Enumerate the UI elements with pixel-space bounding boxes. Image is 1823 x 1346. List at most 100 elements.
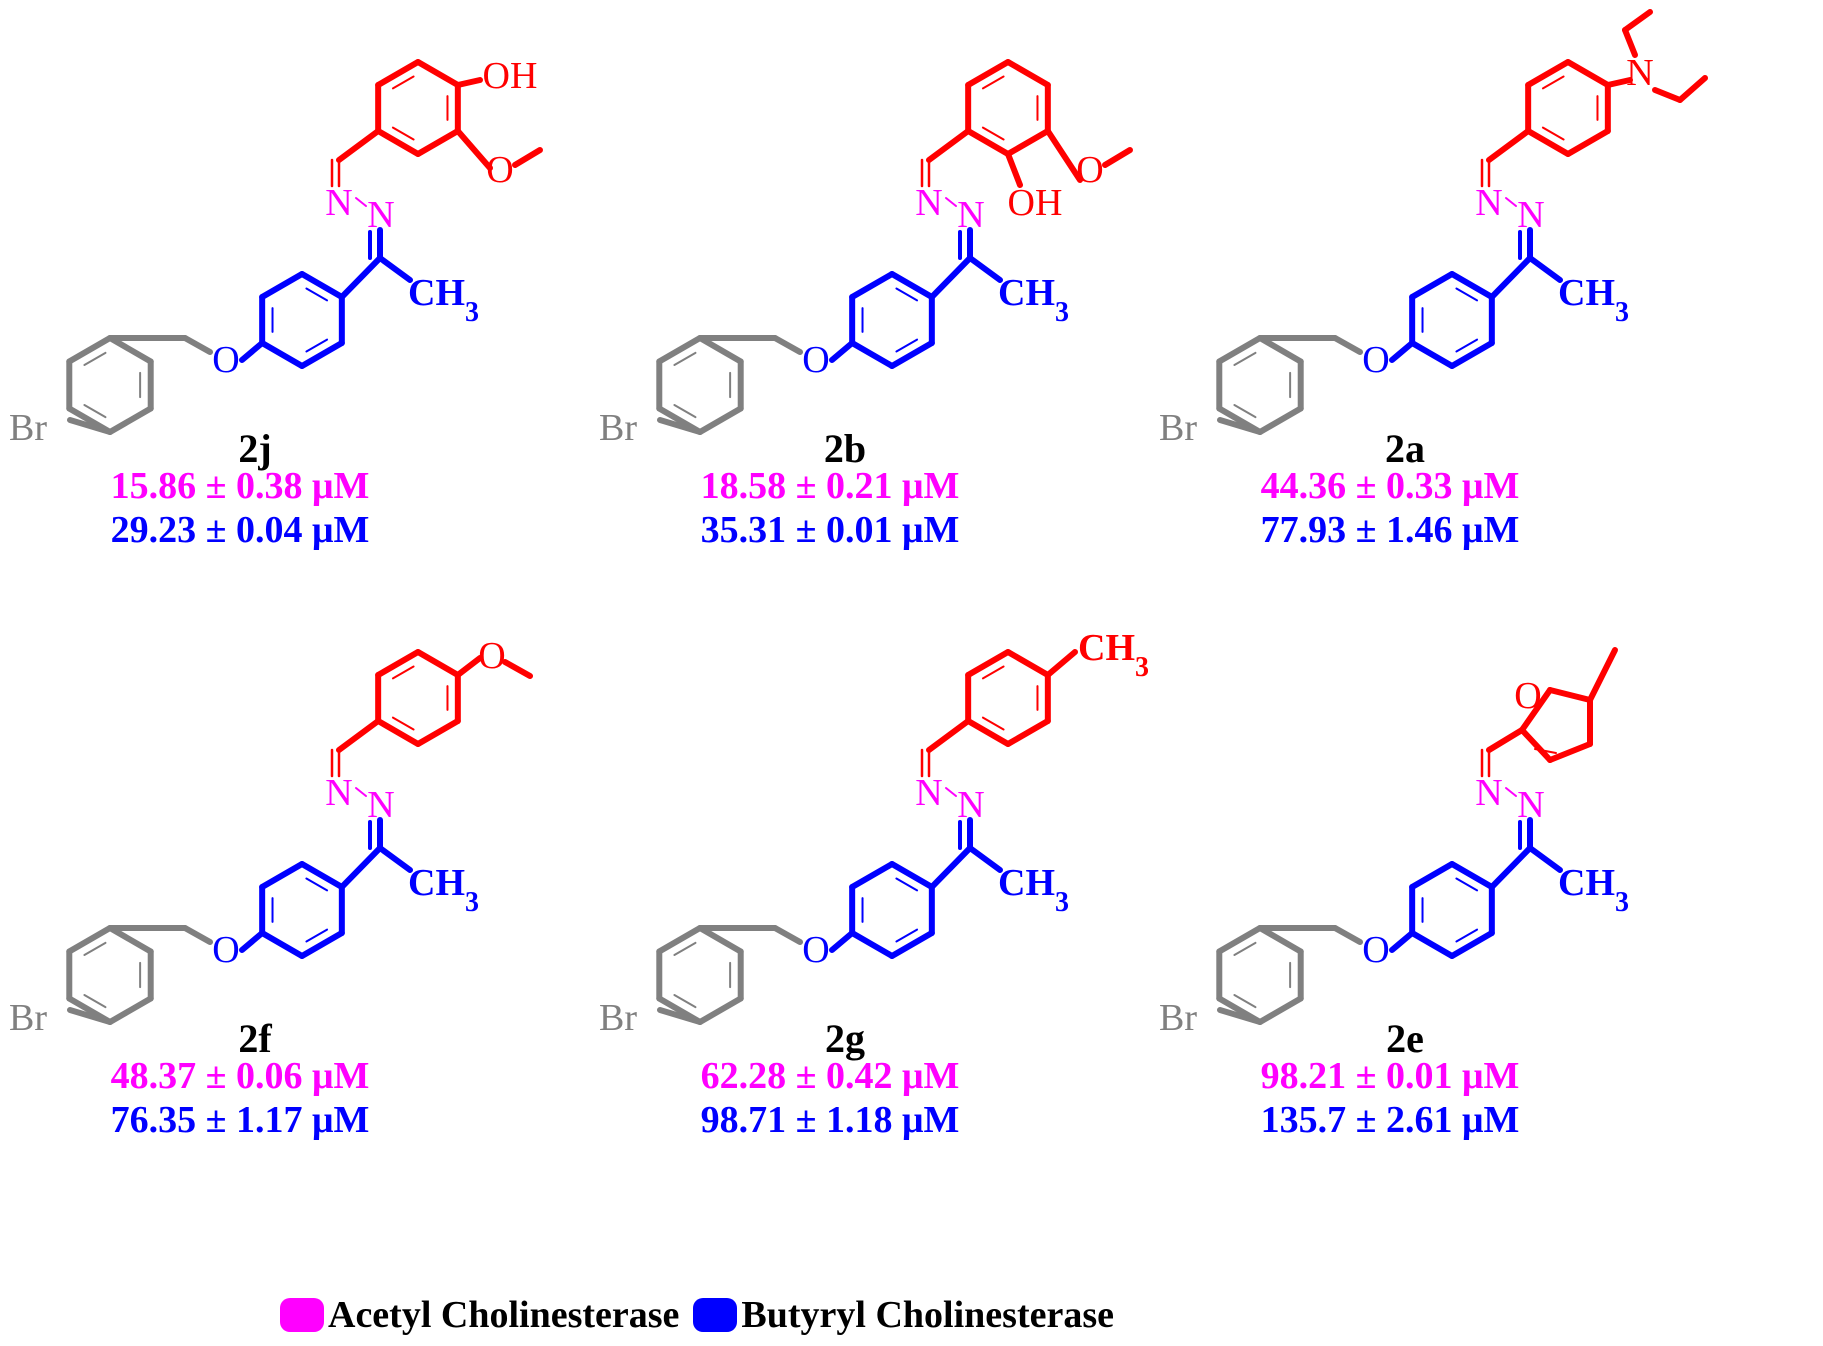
compound-id: 2b	[824, 426, 866, 471]
butyryl-ic50: 135.7 ± 2.61 μM	[1261, 1099, 1520, 1141]
butyryl-ic50: 35.31 ± 0.01 μM	[701, 509, 960, 551]
ring-bond	[1409, 861, 1455, 890]
aryl-imine-c-bond	[928, 255, 973, 300]
methyl-head-label: CH3	[1078, 627, 1149, 683]
acetyl-ic50: 62.28 ± 0.42 μM	[701, 1055, 960, 1097]
methoxy-oxygen-label: O	[478, 635, 505, 677]
ring-double-bond	[83, 941, 107, 957]
ring-bond	[1005, 59, 1051, 88]
o-aryl-bond	[239, 340, 266, 363]
ring-bond	[849, 930, 895, 959]
c-br-bond	[1217, 1007, 1263, 1025]
legend-item-acetyl: Acetyl Cholinesterase	[280, 1293, 679, 1337]
ring-double-bond	[83, 351, 107, 367]
n-n-bond	[945, 787, 957, 797]
bromine-label: Br	[599, 407, 637, 449]
furan-ring-bond	[1547, 741, 1593, 763]
bromine-label: Br	[9, 997, 47, 1039]
acetyl-ic50: 18.58 ± 0.21 μM	[701, 465, 960, 507]
n-n-bond	[1505, 197, 1517, 207]
central-phenyl-ring	[259, 861, 345, 959]
ring-bond	[1565, 59, 1611, 88]
ring-double-bond	[391, 716, 415, 731]
ring-bond	[1257, 335, 1304, 365]
acetyl-ic50: 48.37 ± 0.06 μM	[111, 1055, 370, 1097]
ch-furan-bond	[1486, 727, 1525, 753]
c-ome-bond	[454, 655, 483, 678]
ring-double-bond	[1233, 941, 1257, 957]
aryl-imine-c-bond	[1488, 255, 1533, 300]
hydrazone-nitrogen-label: N	[1475, 182, 1502, 224]
ring-bond	[889, 340, 935, 369]
ring-bond	[1409, 340, 1455, 369]
ring-bond	[1216, 335, 1263, 365]
legend-swatch-butyryl	[693, 1298, 738, 1332]
imine-nitrogen-label: N	[367, 784, 394, 826]
ring-double-bond	[1541, 75, 1565, 90]
ring-bond	[849, 271, 895, 300]
ring-bond	[1257, 925, 1304, 955]
compound-id: 2g	[825, 1016, 865, 1061]
ring-bond	[415, 649, 461, 678]
ring-bond	[889, 861, 935, 890]
methyl-label: CH3	[408, 272, 479, 328]
butyryl-ic50: 98.71 ± 1.18 μM	[701, 1099, 960, 1141]
bromophenyl-ring	[1216, 925, 1304, 1025]
ring-bond	[1525, 128, 1571, 157]
c-methyl-bond	[1044, 649, 1078, 678]
amine-nitrogen-label: N	[1626, 52, 1653, 94]
o-aryl-bond	[239, 930, 266, 953]
ring-double-bond	[305, 287, 329, 302]
c-methyl-bond	[967, 255, 1003, 283]
bromine-label: Br	[1159, 997, 1197, 1039]
ring-bond	[107, 925, 154, 955]
ethyl-bond	[1622, 9, 1653, 33]
c-methyl-bond	[1527, 255, 1563, 283]
ring-double-bond	[981, 665, 1005, 680]
hydrazone-nitrogen-label: N	[325, 182, 352, 224]
ring-bond	[375, 718, 421, 747]
ch2-o-bond	[1332, 925, 1363, 945]
ring-bond	[1005, 128, 1051, 157]
bromophenyl-ring	[1216, 335, 1304, 435]
ring-bond	[415, 128, 461, 157]
ring-bond	[375, 128, 421, 157]
ring-double-bond	[895, 877, 919, 892]
ring-bond	[107, 335, 154, 365]
ring-double-bond	[305, 877, 329, 892]
methyl-label: CH3	[1558, 272, 1629, 328]
compound-id: 2e	[1386, 1016, 1424, 1061]
ring-bond	[1005, 649, 1051, 678]
legend-item-butyryl: Butyryl Cholinesterase	[693, 1293, 1114, 1337]
ring-bond	[849, 340, 895, 369]
o-aryl-bond	[829, 340, 856, 363]
ring-double-bond	[895, 287, 919, 302]
ring-double-bond	[895, 338, 919, 353]
bromophenyl-ring	[66, 335, 154, 435]
ring-bond	[66, 925, 113, 955]
aldehyde-aryl-ring	[375, 649, 461, 747]
o-aryl-bond	[1389, 930, 1416, 953]
ring-bond	[1449, 271, 1495, 300]
ring-bond	[1216, 925, 1263, 955]
ethyl-bond	[1652, 87, 1683, 103]
ring-bond	[1005, 718, 1051, 747]
methyl-label: CH3	[998, 862, 1069, 918]
ring-bond	[299, 340, 345, 369]
ring-bond	[1257, 995, 1304, 1025]
c-methyl-bond	[967, 845, 1003, 873]
ring-bond	[697, 405, 744, 435]
legend-swatch-acetyl	[280, 1298, 324, 1332]
ring-bond	[375, 649, 421, 678]
furan-ring-bond	[1519, 727, 1553, 763]
ring-double-bond	[895, 928, 919, 943]
ring-double-bond	[1455, 338, 1479, 353]
legend-label-acetyl: Acetyl Cholinesterase	[328, 1294, 680, 1336]
hydrazone-nitrogen-label: N	[915, 772, 942, 814]
ring-bond	[415, 59, 461, 88]
n-n-bond	[355, 787, 367, 797]
methoxy-oxygen-label: O	[1076, 149, 1103, 191]
ring-double-bond	[981, 716, 1005, 731]
imine-nitrogen-label: N	[957, 194, 984, 236]
